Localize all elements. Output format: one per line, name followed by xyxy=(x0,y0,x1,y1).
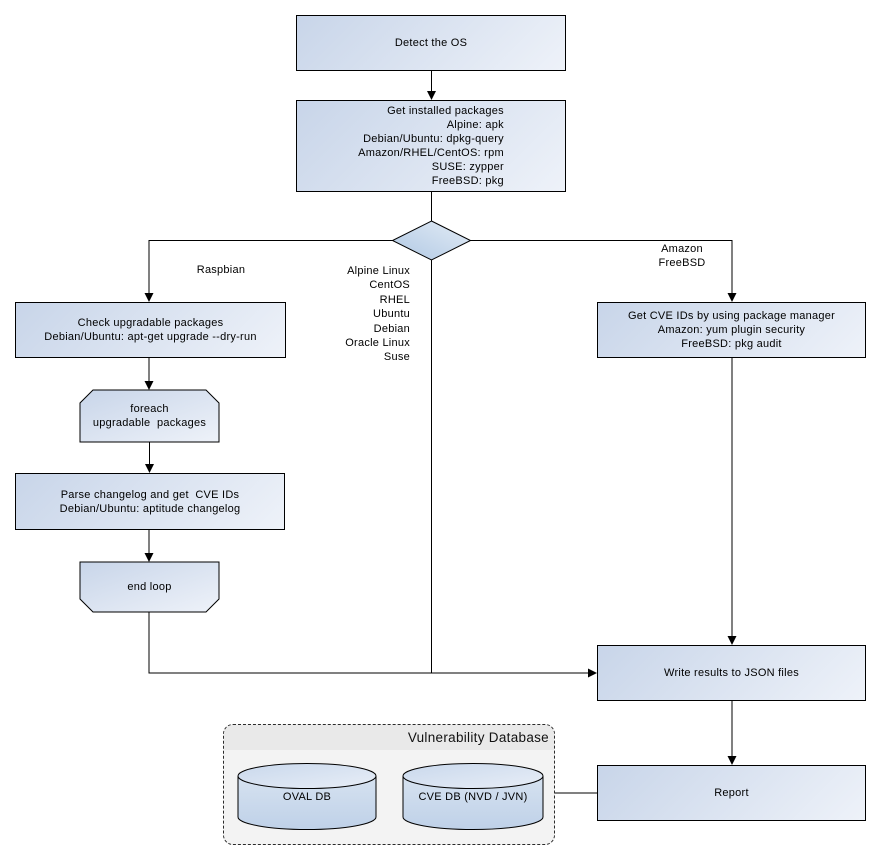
arrowhead-icon xyxy=(588,668,597,678)
oval-db-label: OVAL DB xyxy=(282,791,332,803)
node-get-installed-packages: Get installed packages Alpine: apk Debia… xyxy=(296,100,566,192)
node-report: Report xyxy=(597,765,866,821)
edge-endloop-to-write xyxy=(148,612,589,674)
db-header-band: Vulnerability Database xyxy=(224,725,554,750)
end-loop-label: end loop xyxy=(127,581,172,593)
foreach-loop-label: foreach upgradable packages xyxy=(92,403,207,429)
node-parse-changelog: Parse changelog and get CVE IDs Debian/U… xyxy=(15,473,285,530)
arrowhead-icon xyxy=(145,464,154,473)
edge-label-os-list: Alpine Linux CentOS RHEL Ubuntu Debian O… xyxy=(345,265,410,364)
decision-diamond xyxy=(391,220,472,261)
arrowhead-icon xyxy=(727,636,737,645)
edge-label-amazon-freebsd: Amazon FreeBSD xyxy=(658,243,706,269)
db-title: Vulnerability Database xyxy=(407,730,549,745)
arrowhead-icon xyxy=(144,381,154,390)
node-get-cve-ids: Get CVE IDs by using package manager Ama… xyxy=(597,302,866,358)
node-check-upgradable-packages: Check upgradable packages Debian/Ubuntu:… xyxy=(15,302,286,358)
node-write-results-json: Write results to JSON files xyxy=(597,645,866,701)
cve-db-label: CVE DB (NVD / JVN) xyxy=(418,791,528,803)
node-detect-os: Detect the OS xyxy=(296,15,566,71)
arrowhead-icon xyxy=(727,756,737,765)
arrowhead-icon xyxy=(727,293,737,302)
arrowhead-icon xyxy=(144,293,154,302)
edge-label-raspbian: Raspbian xyxy=(196,264,246,276)
arrowhead-icon xyxy=(144,553,154,562)
arrowhead-icon xyxy=(427,91,436,100)
